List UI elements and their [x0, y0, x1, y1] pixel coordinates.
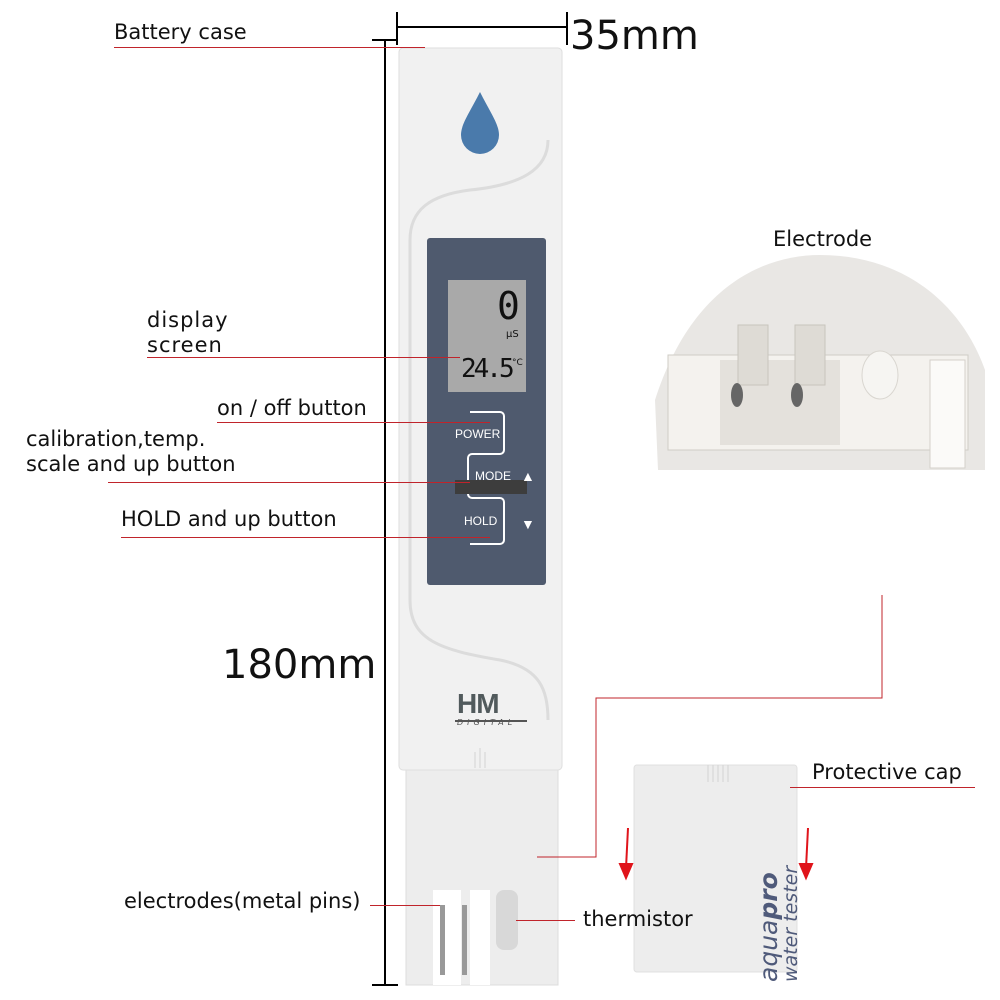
protective-cap-label: Protective cap — [812, 760, 962, 784]
battery-case-label: Battery case — [114, 20, 247, 44]
electrode-photo — [655, 255, 985, 470]
down-arrow-icon: ▼ — [521, 516, 535, 532]
thermistor-label: thermistor — [583, 907, 693, 931]
lcd-unit: µS — [506, 329, 519, 340]
protective-cap-image — [633, 764, 798, 973]
cap-brand-text: aquapro water tester — [754, 822, 802, 982]
lcd-display — [448, 280, 526, 392]
logo-subtitle: DIGITAL — [457, 718, 517, 727]
water-drop-icon — [461, 92, 499, 154]
arrow-down-icon — [618, 827, 814, 881]
height-label: 180mm — [222, 642, 377, 688]
electrode-label: Electrode — [773, 227, 873, 251]
up-arrow-icon: ▲ — [521, 468, 535, 484]
tester-pen — [398, 47, 563, 986]
mode-button[interactable]: MODE — [475, 469, 511, 483]
hold-label: HOLD and up button — [121, 507, 337, 531]
cap-brand-bold: pro — [754, 872, 783, 920]
lcd-temp-unit: °C — [512, 358, 523, 368]
on-off-label: on / off button — [217, 396, 367, 420]
lcd-temperature: 24.5 — [461, 354, 515, 384]
electrode-callout-line — [537, 595, 883, 858]
hm-digital-logo: HM — [457, 688, 500, 719]
hold-button[interactable]: HOLD — [464, 514, 498, 528]
electrodes-pins-label: electrodes(metal pins) — [124, 889, 361, 913]
lcd-reading: 0 — [497, 284, 520, 328]
display-screen-label: display screen — [147, 308, 229, 357]
cap-brand: aqua — [754, 919, 783, 982]
calibration-label: calibration,temp. scale and up button — [26, 427, 236, 476]
thermistor-part — [496, 890, 518, 950]
power-button[interactable]: POWER — [455, 427, 501, 441]
cap-subtitle: water tester — [780, 865, 802, 982]
width-label: 35mm — [570, 13, 699, 59]
